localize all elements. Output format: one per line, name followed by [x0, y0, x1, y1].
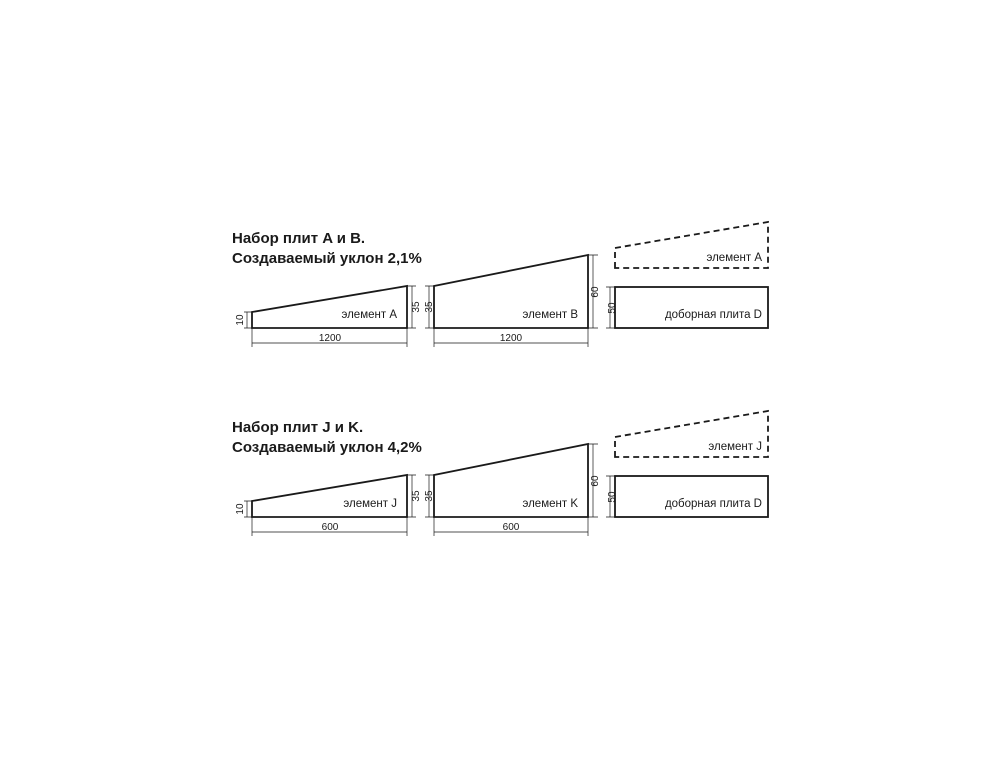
dim-element2-left: 35: [424, 490, 435, 502]
dimension-line: [588, 254, 598, 329]
dimension-line: [251, 517, 408, 536]
slab-set-0: Набор плит A и B. Создаваемый уклон 2,1% э…: [232, 220, 769, 347]
dim-filler: 50: [607, 302, 618, 314]
element-2-label: элемент K: [522, 498, 578, 510]
element-2-label: элемент B: [522, 309, 578, 321]
dimension-line: [606, 475, 615, 518]
dimension-line: [588, 443, 598, 518]
dim-element1-right: 35: [411, 490, 422, 502]
dimension-line: [433, 517, 589, 536]
filler-slab-shape: [614, 475, 769, 518]
dim-element1-right: 35: [411, 301, 422, 313]
dim-length2: 600: [503, 522, 520, 533]
dim-element2-right: 60: [590, 475, 601, 487]
dim-filler: 50: [607, 491, 618, 503]
dim-left-height: 10: [235, 314, 246, 326]
dashed-element-shape: [614, 220, 769, 269]
dim-length2: 1200: [500, 333, 523, 344]
dimension-line: [244, 500, 252, 518]
element-1-shape: [251, 284, 408, 329]
set-title-line1: Набор плит A и B.: [232, 230, 365, 247]
dimension-line: [425, 285, 434, 329]
dim-length1: 1200: [319, 333, 342, 344]
dashed-element-label: элемент A: [706, 252, 762, 264]
dimension-line: [606, 286, 615, 329]
filler-slab-shape: [614, 286, 769, 329]
element-1-label: элемент J: [343, 498, 397, 510]
filler-label: доборная плита D: [665, 498, 762, 510]
element-1-label: элемент A: [341, 309, 397, 321]
dashed-element-shape: [614, 409, 769, 458]
set-title-line2: Создаваемый уклон 4,2%: [232, 439, 422, 456]
slab-set-1: Набор плит J и K. Создаваемый уклон 4,2% э…: [232, 409, 769, 536]
dim-element2-right: 60: [590, 286, 601, 298]
dashed-element-label: элемент J: [708, 441, 762, 453]
dim-element2-left: 35: [424, 301, 435, 313]
set-title-line1: Набор плит J и K.: [232, 419, 363, 436]
dimension-line: [425, 474, 434, 518]
dimension-line: [407, 285, 416, 329]
dimension-line: [251, 328, 408, 347]
element-1-shape: [251, 473, 408, 518]
dim-length1: 600: [322, 522, 339, 533]
dimension-line: [433, 328, 589, 347]
filler-label: доборная плита D: [665, 309, 762, 321]
dimension-line: [407, 474, 416, 518]
dim-left-height: 10: [235, 503, 246, 515]
dimension-line: [244, 311, 252, 329]
set-title-line2: Создаваемый уклон 2,1%: [232, 250, 422, 267]
